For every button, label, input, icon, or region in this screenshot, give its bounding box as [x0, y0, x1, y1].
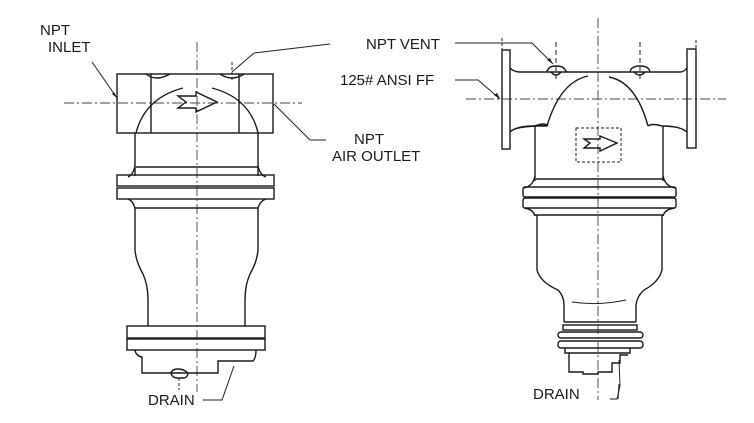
label-npt-outlet-line2: AIR OUTLET: [332, 148, 420, 165]
right-view-labels: NPT VENT 125# ANSI FF DRAIN: [340, 36, 580, 403]
left-view-labels: NPT INLET NPT AIR OUTLET DRAIN: [40, 22, 420, 409]
left-view-drawing: [64, 42, 302, 392]
label-drain-right: DRAIN: [533, 386, 580, 403]
label-ansi-flange: 125# ANSI FF: [340, 72, 434, 89]
label-npt-outlet-line1: NPT: [354, 131, 384, 148]
right-view-drawing: [466, 18, 726, 400]
label-npt-inlet-line1: NPT: [40, 22, 70, 39]
label-npt-vent: NPT VENT: [366, 36, 440, 53]
label-npt-inlet-line2: INLET: [48, 39, 91, 56]
right-view-leaders: [455, 42, 621, 400]
left-view-leaders: [91, 43, 331, 401]
label-drain-left: DRAIN: [148, 392, 195, 409]
